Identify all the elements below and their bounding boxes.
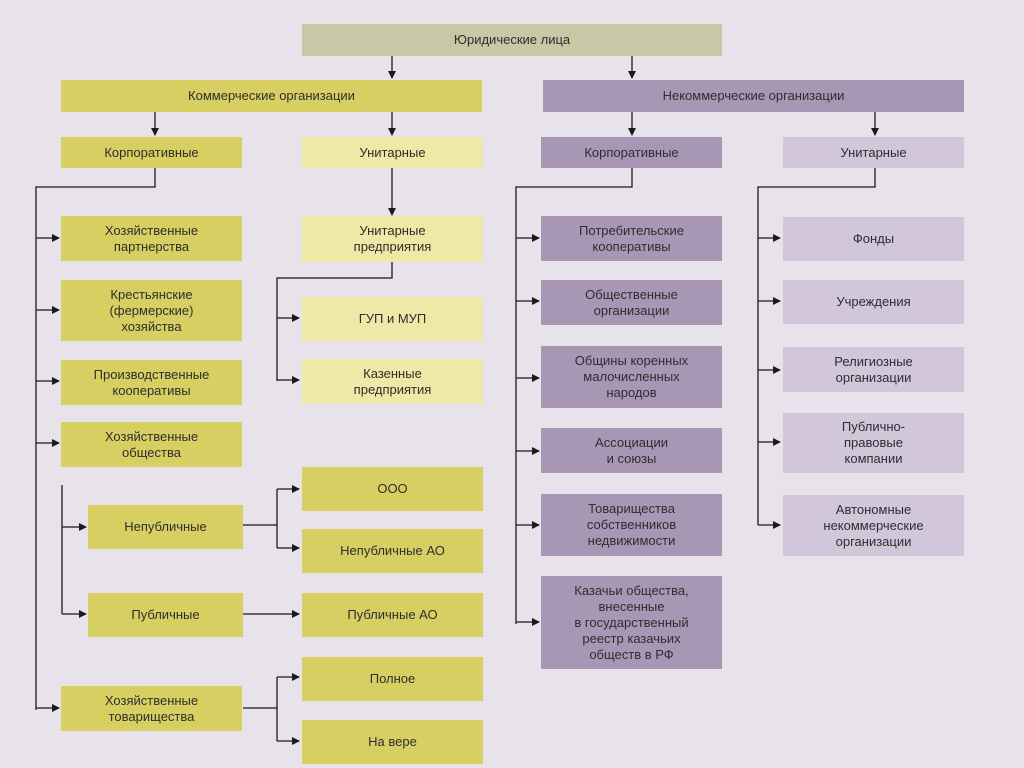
node-public-law-companies: Публично- правовые компании <box>783 413 964 473</box>
node-noncommercial-corporate: Корпоративные <box>541 137 722 168</box>
node-public: Публичные <box>88 593 243 637</box>
node-limited-partnership: На вере <box>302 720 483 764</box>
node-business-partnerships-2: Хозяйственные товарищества <box>61 686 242 731</box>
node-funds: Фонды <box>783 217 964 261</box>
node-production-cooperatives: Производственные кооперативы <box>61 360 242 405</box>
node-cossack-societies: Казачьи общества, внесенные в государств… <box>541 576 722 669</box>
node-gup-mup: ГУП и МУП <box>302 297 483 341</box>
node-ooo: ООО <box>302 467 483 511</box>
node-religious-organizations: Религиозные организации <box>783 347 964 392</box>
node-peasant-farms: Крестьянские (фермерские) хозяйства <box>61 280 242 341</box>
node-unitary-enterprises: Унитарные предприятия <box>302 216 483 262</box>
node-legal-entities: Юридические лица <box>302 24 722 56</box>
node-property-owners-associations: Товарищества собственников недвижимости <box>541 494 722 556</box>
node-state-owned-enterprises: Казенные предприятия <box>302 359 483 404</box>
node-business-partnerships: Хозяйственные партнерства <box>61 216 242 261</box>
node-nonpublic-ao: Непубличные АО <box>302 529 483 573</box>
node-public-ao: Публичные АО <box>302 593 483 637</box>
node-business-societies: Хозяйственные общества <box>61 422 242 467</box>
node-full-partnership: Полное <box>302 657 483 701</box>
node-noncommercial-organizations: Некоммерческие организации <box>543 80 964 112</box>
node-consumer-cooperatives: Потребительские кооперативы <box>541 216 722 261</box>
node-institutions: Учреждения <box>783 280 964 324</box>
node-autonomous-noncommercial-organizations: Автономные некоммерческие организации <box>783 495 964 556</box>
node-noncommercial-unitary: Унитарные <box>783 137 964 168</box>
node-commercial-organizations: Коммерческие организации <box>61 80 482 112</box>
node-commercial-unitary: Унитарные <box>302 137 483 168</box>
node-commercial-corporate: Корпоративные <box>61 137 242 168</box>
node-public-organizations: Общественные организации <box>541 280 722 325</box>
node-indigenous-communities: Общины коренных малочисленных народов <box>541 346 722 408</box>
node-associations-unions: Ассоциации и союзы <box>541 428 722 473</box>
node-nonpublic: Непубличные <box>88 505 243 549</box>
